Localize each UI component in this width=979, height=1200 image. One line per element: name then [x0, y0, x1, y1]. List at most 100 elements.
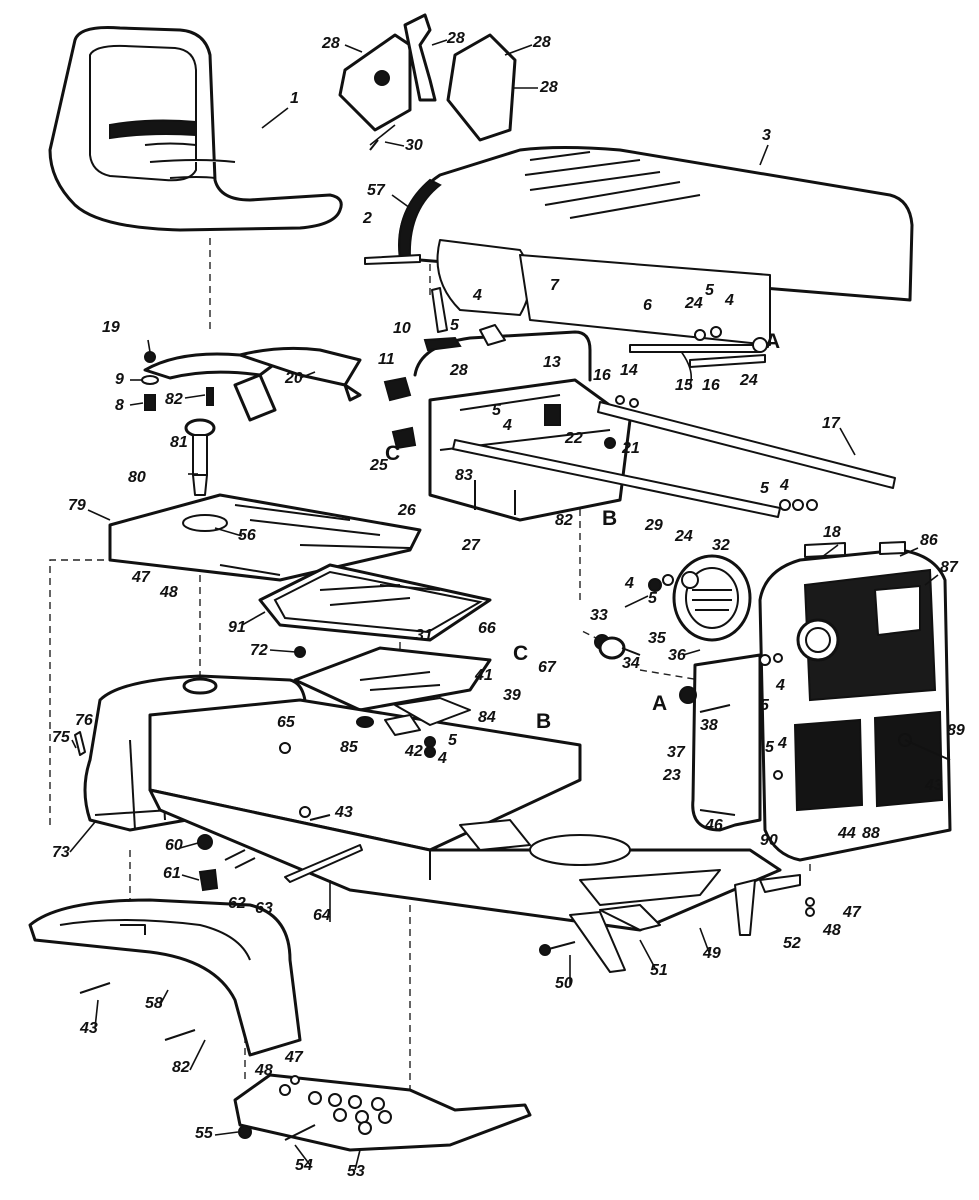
callout-label: 80	[128, 469, 146, 486]
callout-label: 28	[539, 79, 558, 96]
callout-label: 27	[461, 537, 481, 554]
floor-mat-part	[258, 563, 492, 642]
headlight-parts	[594, 554, 752, 660]
ref-letter-a-hood: A	[765, 330, 780, 353]
hood-pin-part	[364, 254, 421, 265]
callout-label: 28	[321, 35, 340, 52]
callout-label: 25	[369, 457, 389, 474]
callout-label: 65	[277, 714, 296, 731]
frame-fasteners	[197, 646, 815, 956]
ref-letter-c-cable: C	[513, 642, 528, 665]
callout-label: 31	[415, 627, 433, 644]
grille-fasteners	[679, 653, 951, 816]
callout-label: 43	[334, 804, 353, 821]
callout-label: 4	[779, 477, 789, 494]
fender-part	[28, 898, 302, 1057]
mounting-plate-part	[293, 646, 492, 712]
callout-label: 4	[502, 417, 512, 434]
callout-label: 5	[760, 480, 770, 497]
callout-label: 4	[437, 750, 447, 767]
callout-label: 23	[662, 767, 681, 784]
callout-label: 75	[52, 729, 71, 746]
callout-label: 50	[555, 975, 573, 992]
callout-label: 33	[590, 607, 608, 624]
callout-label: 5	[648, 590, 658, 607]
callout-label: 11	[378, 351, 395, 368]
grille-housing-part	[691, 541, 952, 862]
callout-label: 17	[822, 415, 841, 432]
callout-label: 3	[762, 127, 771, 144]
footrest-part	[233, 1073, 532, 1152]
callout-label: 5	[492, 402, 502, 419]
upper-fasteners	[615, 326, 818, 511]
seat-strap-parts	[141, 346, 362, 422]
callout-label: 41	[474, 667, 493, 684]
callout-label: 21	[621, 440, 640, 457]
callout-label: 72	[250, 642, 268, 659]
callout-label: 7	[550, 277, 560, 294]
callout-label: 63	[255, 900, 273, 917]
callout-label: 28	[446, 30, 465, 47]
callout-label: 48	[822, 922, 841, 939]
callout-label: 29	[644, 517, 663, 534]
callout-label: 91	[228, 619, 246, 636]
callout-label: 85	[340, 739, 359, 756]
callout-label: 5	[448, 732, 458, 749]
callout-label: 53	[347, 1163, 365, 1180]
callout-label: 87	[940, 559, 959, 576]
callout-label: 81	[170, 434, 188, 451]
callout-label: 82	[172, 1059, 190, 1076]
hood-part	[398, 146, 914, 346]
main-frame-part	[148, 697, 801, 973]
callout-label: 37	[667, 744, 686, 761]
callout-label: 82	[555, 512, 573, 529]
ref-letter-b-panel: B	[602, 507, 617, 530]
callout-label: 2	[362, 210, 372, 227]
callout-labels: 1 28 28 28 28 30 3 57 2 7 4 10 5 6 24 5 …	[52, 30, 965, 1180]
callout-label: 47	[284, 1049, 304, 1066]
callout-label: 28	[532, 34, 551, 51]
callout-label: 66	[478, 620, 496, 637]
callout-label: 20	[284, 370, 303, 387]
callout-label: 82	[165, 391, 183, 408]
callout-label: 79	[68, 497, 86, 514]
callout-label: 4	[777, 735, 787, 752]
callout-label: 16	[593, 367, 611, 384]
callout-label: 35	[648, 630, 667, 647]
callout-label: 46	[704, 817, 723, 834]
callout-label: 88	[862, 825, 880, 842]
callout-label: 90	[760, 832, 778, 849]
callout-label: 13	[543, 354, 561, 371]
callout-label: 32	[712, 537, 730, 554]
callout-label: 24	[684, 295, 703, 312]
callout-label: 48	[159, 584, 178, 601]
callout-label: 6	[643, 297, 652, 314]
callout-label: 76	[75, 712, 93, 729]
callout-label: 28	[449, 362, 468, 379]
callout-label: 47	[842, 904, 862, 921]
control-bracket-parts	[338, 13, 517, 151]
callout-label: 47	[131, 569, 151, 586]
callout-label: 4	[724, 292, 734, 309]
callout-label: 18	[823, 524, 841, 541]
lever-parts	[383, 287, 506, 450]
callout-label: 8	[115, 397, 124, 414]
callout-label: 9	[115, 371, 124, 388]
fuel-gauge-part	[184, 418, 216, 496]
callout-label: 42	[404, 743, 423, 760]
callout-label: 44	[837, 825, 856, 842]
callout-label: 67	[538, 659, 557, 676]
panel-frame-part	[413, 330, 632, 522]
reference-letters: A C B C B A	[385, 330, 780, 733]
callout-label: 43	[924, 777, 943, 794]
callout-label: 19	[102, 319, 120, 336]
callout-label: 24	[674, 528, 693, 545]
callout-label: 15	[675, 377, 694, 394]
callout-label: 48	[254, 1062, 273, 1079]
callout-label: 49	[702, 945, 721, 962]
callout-label: 64	[313, 907, 331, 924]
callout-label: 36	[668, 647, 686, 664]
callout-label: 16	[702, 377, 720, 394]
callout-label: 89	[947, 722, 965, 739]
